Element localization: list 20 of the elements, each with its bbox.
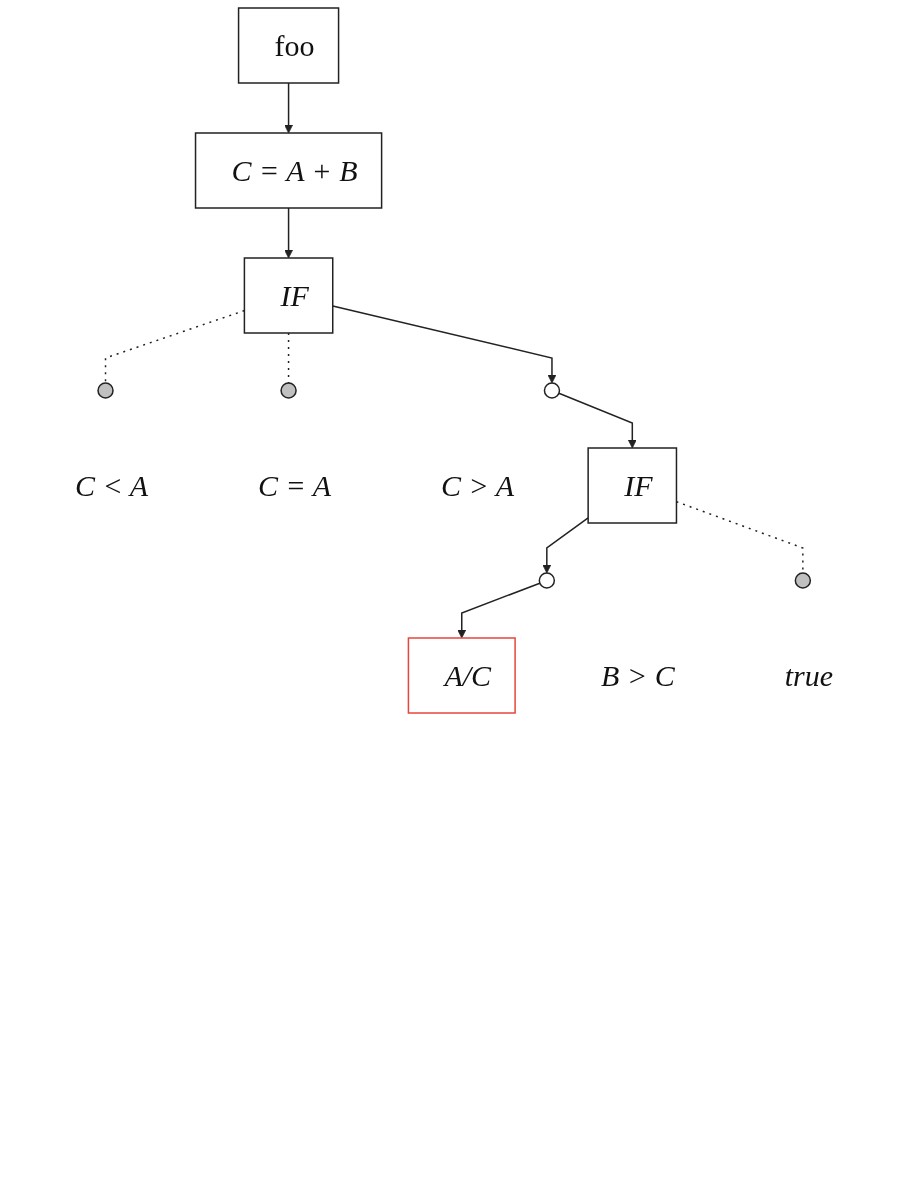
node-label: C = A [258, 469, 332, 502]
arrow [558, 392, 638, 449]
node-box: IF [587, 447, 678, 524]
node-circle [539, 572, 556, 589]
node-label: B > C [601, 659, 676, 692]
node-label: true [785, 659, 834, 692]
node-circle [795, 572, 812, 589]
node-label: C < A [75, 469, 149, 502]
node-box: A/C [408, 637, 517, 714]
arrow [457, 582, 542, 639]
node-box: C = A + B [195, 132, 383, 209]
node-label: C > A [441, 469, 515, 502]
connector [105, 309, 246, 384]
node-box: IF [244, 257, 334, 334]
node-circle [544, 382, 561, 399]
node-circle [97, 382, 115, 399]
arrow [284, 207, 294, 259]
node-box: foo [238, 7, 340, 84]
arrow [284, 82, 294, 134]
node-circle [280, 382, 298, 399]
